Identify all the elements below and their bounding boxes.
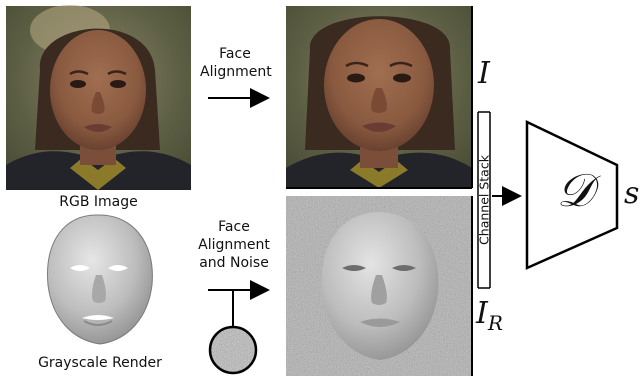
face-alignment-noise-label: Face Alignment and Noise: [196, 218, 272, 272]
rgb-photo: [6, 5, 191, 190]
noisy-render: [286, 196, 472, 376]
noise-disc-icon: [210, 327, 256, 373]
grayscale-render: [48, 215, 153, 344]
face-alignment-label: Face Alignment: [200, 45, 270, 81]
math-I: I: [478, 56, 490, 91]
rgb-image-label: RGB Image: [6, 193, 191, 211]
math-s: s: [624, 176, 639, 211]
math-I-R: IR: [476, 296, 503, 335]
aligned-photo: [286, 6, 472, 188]
grayscale-render-label: Grayscale Render: [0, 354, 200, 372]
math-D: 𝒟: [542, 160, 608, 220]
